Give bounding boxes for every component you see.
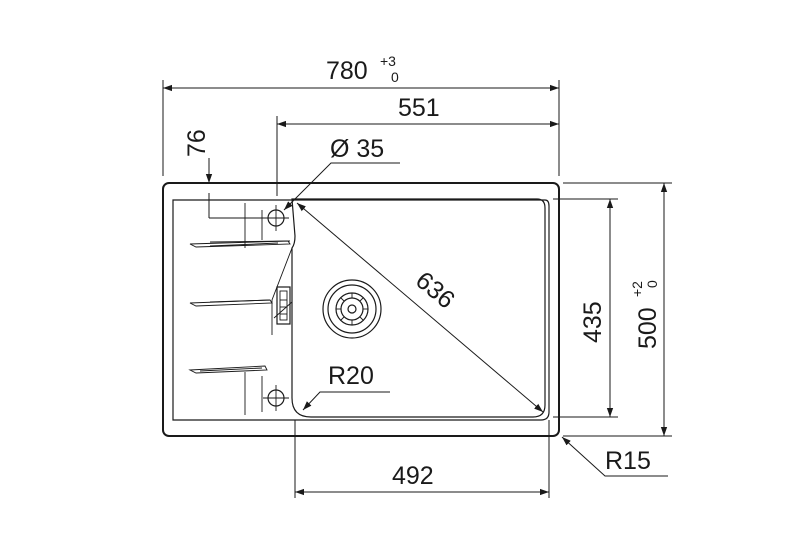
label-bowl-width: 492 [392, 462, 434, 490]
label-bowl-depth: 435 [579, 301, 607, 343]
drainer-ribs [188, 240, 291, 374]
tap-hole-bottom [263, 385, 289, 411]
label-bowl-area-width: 551 [398, 94, 440, 122]
leader-tap-diameter [283, 162, 400, 211]
label-tap-diameter: Ø 35 [330, 135, 384, 163]
label-tap-offset: 76 [183, 129, 211, 157]
label-overall-width: 780 [326, 57, 368, 85]
drainer-slope-line [271, 247, 293, 335]
drain-strainer [322, 279, 382, 339]
main-bowl-outline [291, 198, 546, 418]
sink-inner-rim [172, 199, 550, 421]
label-bowl-radius: R20 [328, 362, 374, 390]
overflow-slot [276, 286, 291, 325]
label-diagonal: 636 [410, 266, 460, 314]
label-overall-depth: 500 [634, 307, 662, 349]
drainer-edge [244, 203, 263, 415]
dim-line-diagonal [296, 202, 544, 413]
leader-bowl-radius [302, 391, 390, 411]
label-overall-depth-tol-plus: +2 [629, 281, 645, 297]
leader-corner-radius [561, 436, 668, 477]
label-overall-width-tol-plus: +3 [380, 53, 396, 69]
label-overall-width-tol-minus: 0 [391, 69, 399, 85]
tap-hole-top [263, 205, 289, 231]
label-overall-depth-tol-minus: 0 [644, 280, 660, 288]
sink-outer-outline [162, 182, 560, 437]
label-corner-radius: R15 [605, 447, 651, 475]
